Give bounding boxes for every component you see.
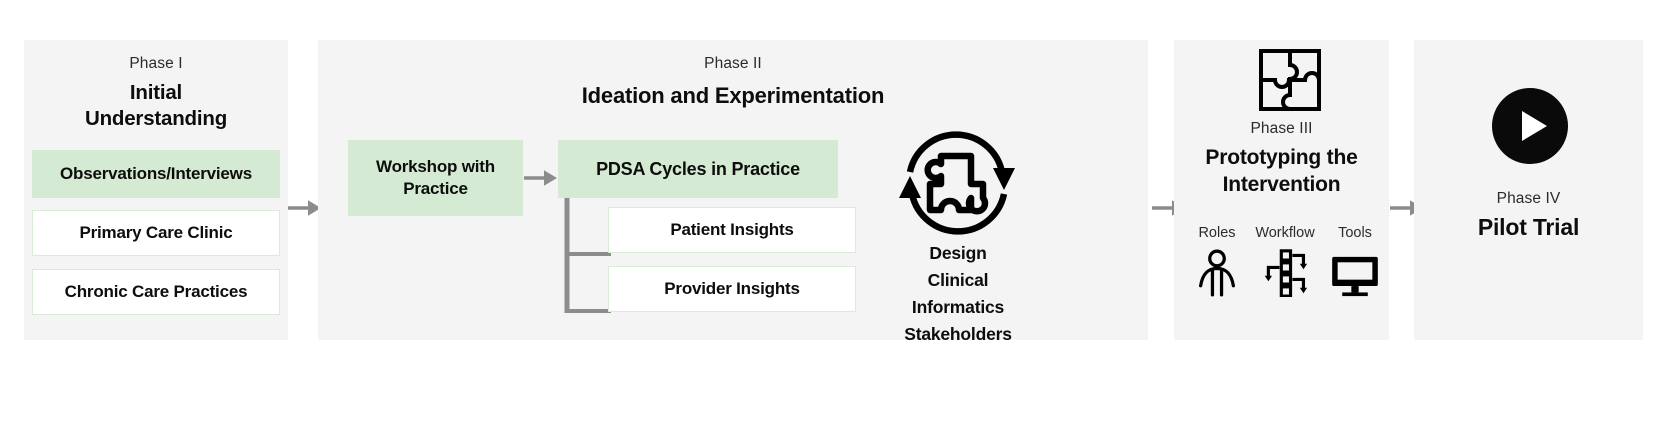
phase-2-title: Ideation and Experimentation xyxy=(581,83,885,108)
phase-3-title-line-1: Prototyping the xyxy=(1205,146,1358,169)
phase-4-panel: Phase IV Pilot Trial xyxy=(1414,40,1643,340)
cycle-label-design: Design xyxy=(929,243,987,263)
box-patient-insights[interactable]: Patient Insights xyxy=(608,207,856,253)
phase-3-panel: Phase III Prototyping the Intervention R… xyxy=(1174,40,1389,340)
cycle-label-stakeholders: Stakeholders xyxy=(904,324,1012,345)
phase-3-title-line-2: Intervention xyxy=(1222,172,1341,196)
chip-observations-interviews[interactable]: Observations/Interviews xyxy=(32,150,280,198)
chip-chronic-care-practices[interactable]: Chronic Care Practices xyxy=(32,269,280,315)
phase-3-item-roles-label: Roles xyxy=(1198,225,1236,241)
person-icon xyxy=(1182,245,1252,297)
phase-3-item-workflow: Workflow xyxy=(1244,225,1326,297)
cycle-label-informatics: Informatics xyxy=(911,297,1005,318)
box-provider-insights[interactable]: Provider Insights xyxy=(608,266,856,312)
phase-2-eyebrow: Phase II xyxy=(704,55,762,72)
elbow-connector-icon xyxy=(564,198,612,316)
play-circle-icon xyxy=(1492,88,1568,164)
box-pdsa-cycles-in-practice[interactable]: PDSA Cycles in Practice xyxy=(558,140,838,198)
phase-3-item-workflow-label: Workflow xyxy=(1255,225,1315,241)
cycle-stakeholder-labels: Design Clinical Informatics Stakeholders xyxy=(858,240,1058,349)
phase-3-item-tools-label: Tools xyxy=(1338,225,1372,241)
phase-3-title: Prototyping the Intervention xyxy=(1174,145,1389,199)
workflow-icon xyxy=(1244,245,1326,297)
phase-1-title: Initial Understanding xyxy=(24,80,288,132)
monitor-icon xyxy=(1320,245,1390,297)
puzzle-square-icon xyxy=(1258,48,1322,112)
phase-1-title-line-2: Understanding xyxy=(84,107,228,131)
phase-4-eyebrow: Phase IV xyxy=(1496,190,1561,207)
phase-3-item-roles: Roles xyxy=(1182,225,1252,297)
phase-3-eyebrow: Phase III xyxy=(1250,120,1313,137)
phase-4-title: Pilot Trial xyxy=(1477,214,1580,240)
cycle-label-clinical: Clinical xyxy=(927,270,989,291)
phase-1-panel: Phase I Initial Understanding Observatio… xyxy=(24,40,288,340)
arrow-workshop-to-pdsa-icon xyxy=(524,167,558,189)
arrow-phase-1-to-2-icon xyxy=(288,197,322,219)
box-workshop-with-practice[interactable]: Workshop with Practice xyxy=(348,140,523,216)
phase-1-title-line-1: Initial xyxy=(129,81,183,104)
chip-primary-care-clinic[interactable]: Primary Care Clinic xyxy=(32,210,280,256)
phase-3-item-tools: Tools xyxy=(1320,225,1390,297)
puzzle-cycle-icon xyxy=(894,128,1020,240)
phase-2-panel: Phase II Ideation and Experimentation Wo… xyxy=(318,40,1148,344)
phase-1-eyebrow: Phase I xyxy=(129,55,183,72)
